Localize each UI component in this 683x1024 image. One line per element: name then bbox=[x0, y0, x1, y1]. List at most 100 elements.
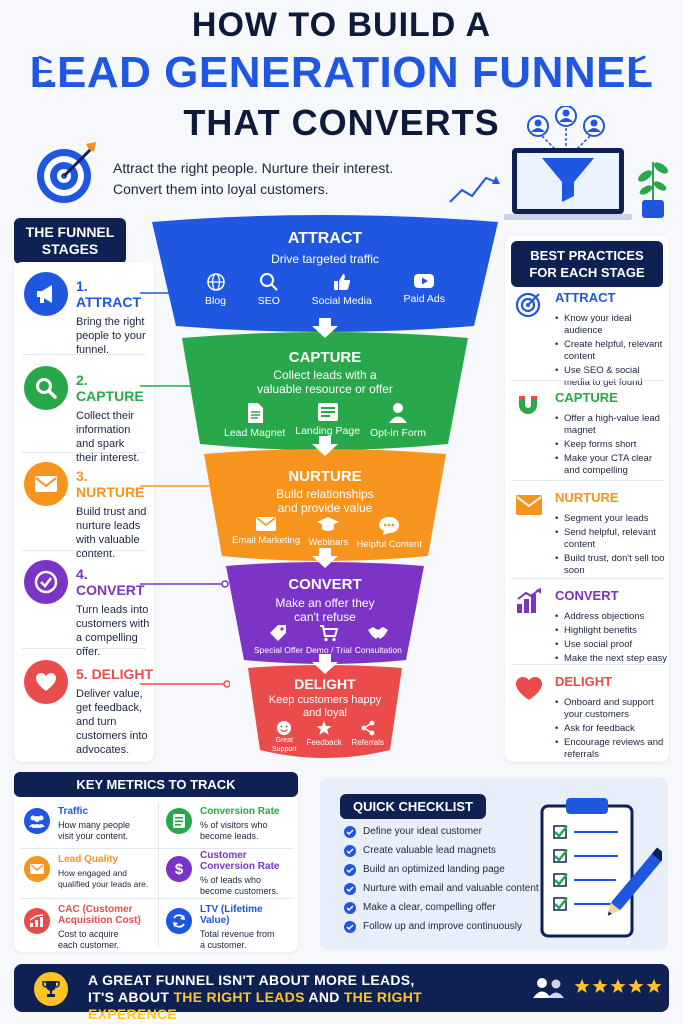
checklist-item: Create valuable lead magnets bbox=[344, 841, 544, 860]
title-line-3: THAT CONVERTS bbox=[183, 102, 500, 143]
star-icon bbox=[316, 721, 332, 735]
best-practices-header: BEST PRACTICES FOR EACH STAGE bbox=[511, 241, 663, 287]
checklist-items: Define your ideal customer Create valuab… bbox=[344, 822, 544, 936]
form-icon bbox=[166, 808, 192, 834]
divider bbox=[22, 648, 146, 649]
checklist-item: Make a clear, compelling offer bbox=[344, 898, 544, 917]
funnel-stages-header: THE FUNNEL STAGES bbox=[14, 218, 126, 264]
globe-icon bbox=[206, 273, 225, 291]
funnel-capture-title: CAPTURE bbox=[288, 349, 362, 366]
rating-stars bbox=[574, 978, 662, 994]
star-icon bbox=[646, 979, 662, 993]
funnel-nurture-items: Email Marketing Webinars Helpful Content bbox=[232, 516, 422, 550]
stage-title: 2. CAPTURE bbox=[76, 372, 144, 404]
key-metrics-panel bbox=[14, 776, 298, 952]
clipboard-icon bbox=[536, 792, 667, 942]
megaphone-icon bbox=[24, 272, 68, 316]
checklist-item: Follow up and improve continuously bbox=[344, 917, 544, 936]
funnel-convert-items: Special Offer Demo / Trial Consultation bbox=[254, 624, 402, 655]
funnel-nurture-title: NURTURE bbox=[288, 468, 362, 485]
smile-icon bbox=[277, 721, 292, 735]
funnel-item-landing-page: Landing Page bbox=[295, 402, 360, 439]
stage-title: 1. ATTRACT bbox=[76, 278, 142, 310]
magnet-icon bbox=[519, 396, 537, 414]
play-icon bbox=[414, 274, 435, 288]
funnel-item-consultation: Consultation bbox=[355, 624, 402, 655]
funnel-item-offer: Special Offer bbox=[254, 624, 303, 655]
envelope-icon bbox=[24, 856, 50, 882]
left-dashes bbox=[38, 55, 52, 88]
funnel-capture-items: Lead Magnet Landing Page Opt-in Form bbox=[224, 402, 426, 439]
footer-banner bbox=[14, 964, 669, 1012]
divider bbox=[22, 354, 146, 355]
envelope-icon bbox=[256, 517, 277, 531]
heart-icon bbox=[24, 660, 68, 704]
star-icon bbox=[574, 979, 590, 993]
check-icon bbox=[344, 882, 356, 895]
handshake-icon bbox=[368, 627, 389, 639]
funnel-attract-items: Blog SEO Social Media Paid Ads bbox=[205, 272, 445, 307]
divider bbox=[511, 380, 663, 381]
search-icon bbox=[259, 273, 278, 291]
checklist-item: Build an optimized landing page bbox=[344, 860, 544, 879]
bar-chart-icon bbox=[517, 588, 541, 613]
users-icon bbox=[530, 976, 570, 1000]
funnel-item-content: Helpful Content bbox=[357, 516, 422, 550]
funnel-attract-title: ATTRACT bbox=[287, 230, 363, 247]
magnifier-icon bbox=[24, 366, 68, 410]
target-icon bbox=[34, 140, 100, 206]
chart-icon bbox=[24, 908, 50, 934]
funnel-item-feedback: Feedback bbox=[306, 720, 342, 754]
funnel-item-webinars: Webinars bbox=[308, 516, 348, 550]
document-icon bbox=[247, 403, 263, 423]
star-icon bbox=[628, 979, 644, 993]
check-icon bbox=[344, 863, 356, 876]
cart-icon bbox=[319, 625, 339, 642]
funnel-item-optin: Opt-in Form bbox=[370, 402, 426, 439]
funnel-item-social: Social Media bbox=[312, 272, 372, 307]
user-icon bbox=[388, 403, 407, 423]
funnel-item-ads: Paid Ads bbox=[404, 272, 445, 307]
funnel-item-blog: Blog bbox=[205, 272, 226, 307]
star-icon bbox=[610, 979, 626, 993]
tag-icon bbox=[270, 625, 287, 641]
share-icon bbox=[361, 720, 375, 736]
title-line-2: LEAD GENERATION FUNNEL bbox=[29, 48, 654, 97]
right-dashes bbox=[632, 55, 646, 88]
check-icon bbox=[344, 901, 356, 914]
stage-title: 5. DELIGHT bbox=[76, 666, 154, 682]
target-icon bbox=[515, 292, 541, 318]
key-metrics-header: KEY METRICS TO TRACK bbox=[14, 772, 298, 797]
dollar-icon: $ bbox=[166, 856, 192, 882]
stage-title: 3. NURTURE bbox=[76, 468, 145, 500]
laptop-funnel-illustration bbox=[446, 105, 676, 224]
stage-title: 4. CONVERT bbox=[76, 566, 145, 598]
funnel-item-referrals: Referrals bbox=[352, 720, 384, 754]
check-icon bbox=[344, 844, 356, 857]
funnel-item-email: Email Marketing bbox=[232, 516, 300, 550]
check-icon bbox=[344, 920, 356, 933]
graduation-cap-icon bbox=[317, 517, 340, 531]
divider bbox=[22, 550, 146, 551]
title-line-1: HOW TO BUILD A bbox=[191, 6, 492, 44]
chat-icon bbox=[379, 517, 400, 535]
envelope-icon bbox=[24, 462, 68, 506]
star-icon bbox=[592, 979, 608, 993]
footer-message: A GREAT FUNNEL ISN'T ABOUT MORE LEADS, I… bbox=[88, 972, 422, 1022]
trophy-icon bbox=[34, 972, 68, 1006]
divider bbox=[511, 578, 663, 579]
quick-checklist-header: QUICK CHECKLIST bbox=[340, 794, 486, 819]
form-icon bbox=[317, 403, 338, 421]
funnel-attract-sub: Drive targeted traffic bbox=[271, 252, 379, 266]
refresh-icon bbox=[166, 908, 192, 934]
envelope-icon bbox=[516, 495, 542, 515]
